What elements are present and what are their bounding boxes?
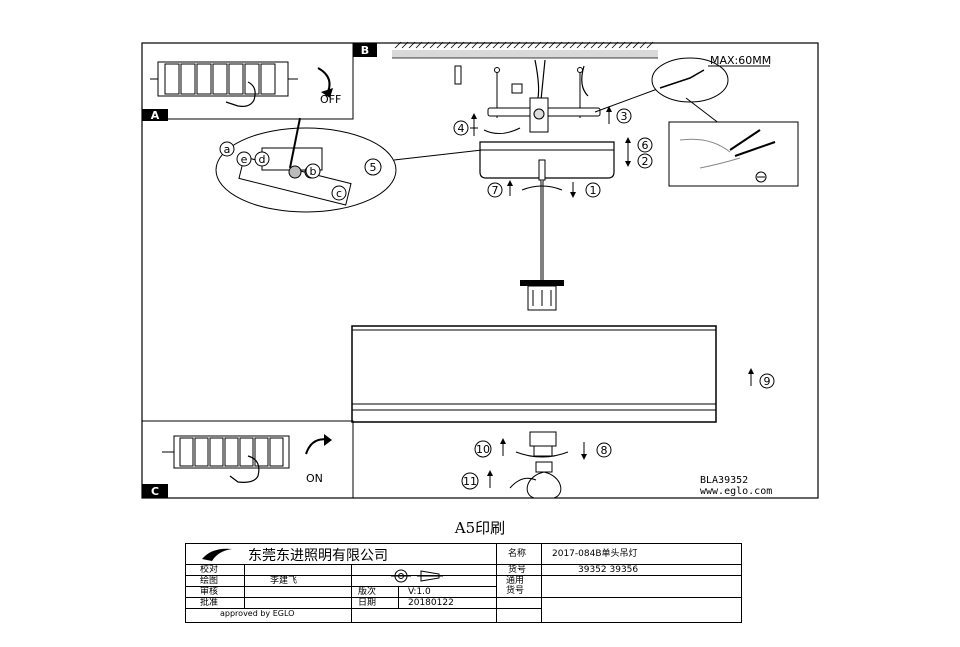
- check-label: 校对: [200, 565, 219, 575]
- date-label: 日期: [358, 598, 377, 608]
- cable-length-detail: MAX:60MM: [594, 54, 799, 187]
- svg-text:11: 11: [463, 475, 477, 488]
- light-bulb-icon: [526, 461, 562, 499]
- common-item-label: 通用 货号: [506, 576, 525, 596]
- svg-text:c: c: [336, 187, 342, 200]
- ceiling-hatch: [392, 41, 658, 59]
- mounting-bracket: [487, 97, 601, 133]
- panel-c-label: C: [151, 485, 159, 498]
- detail-leader-line: [393, 149, 483, 161]
- step-10-arrow: 10: [474, 438, 506, 458]
- product-name: 2017-084B单头吊灯: [552, 549, 638, 559]
- item-number-value: 39352 39356: [578, 565, 639, 575]
- svg-text:d: d: [259, 153, 266, 166]
- svg-text:4: 4: [458, 122, 465, 135]
- max-length-label: MAX:60MM: [710, 54, 771, 67]
- name-label: 名称: [508, 549, 527, 559]
- svg-text:6: 6: [642, 139, 649, 152]
- date-value: 20180122: [408, 598, 454, 608]
- svg-text:2: 2: [642, 155, 649, 168]
- company-name: 东莞东进照明有限公司: [248, 548, 388, 564]
- panel-c: C ON: [141, 420, 354, 499]
- svg-text:a: a: [224, 143, 231, 156]
- approve-label: 批准: [200, 598, 219, 608]
- review-label: 审核: [200, 587, 219, 597]
- svg-text:10: 10: [476, 443, 490, 456]
- step-11-arrow: 11: [461, 470, 537, 490]
- svg-text:3: 3: [621, 110, 628, 123]
- approved-by: approved by EGLO: [220, 609, 295, 618]
- step-3-arrow: 3: [606, 106, 632, 124]
- svg-text:7: 7: [492, 184, 499, 197]
- version-label: 版次: [358, 587, 377, 597]
- svg-text:e: e: [241, 153, 248, 166]
- model-code: BLA39352: [700, 475, 748, 486]
- breaker-switch-on: [162, 435, 290, 469]
- step-1-arrow: 1: [570, 182, 601, 198]
- print-size-note: A5印刷: [454, 519, 506, 537]
- panel-a-label: A: [151, 109, 160, 122]
- on-label: ON: [306, 472, 323, 485]
- earth-icon: [755, 171, 767, 183]
- hand-icon: [229, 455, 260, 483]
- svg-text:1: 1: [590, 184, 597, 197]
- step-9-arrow: 9: [748, 368, 775, 389]
- terminal-block-detail: a e d b c 5: [215, 117, 397, 213]
- website: www.eglo.com: [700, 486, 772, 497]
- svg-text:8: 8: [601, 444, 608, 457]
- canopy: [479, 141, 615, 179]
- step-7-arrow: 7: [487, 180, 513, 198]
- hand-icon: [225, 81, 256, 107]
- company-logo: [200, 547, 234, 567]
- projection-symbol-icon: [391, 568, 455, 588]
- pendant-cord: [521, 159, 563, 280]
- panel-b-label: B: [361, 44, 369, 57]
- svg-text:9: 9: [764, 375, 771, 388]
- screwdriver-icon: [289, 117, 301, 169]
- diffuser-cap: [515, 431, 569, 458]
- panel-b: B OFF: [141, 42, 377, 120]
- lamp-holder: [520, 280, 564, 311]
- breaker-switch-off: [150, 61, 298, 97]
- drawing-label: 绘图: [200, 576, 219, 586]
- pliers-icon: [729, 129, 776, 157]
- svg-text:b: b: [310, 165, 317, 178]
- drum-shade: [351, 325, 717, 423]
- step-8-arrow: 8: [581, 442, 612, 460]
- drafter-name: 李建飞: [270, 576, 298, 586]
- wall-plugs: [454, 65, 583, 118]
- item-number-label: 货号: [508, 565, 527, 575]
- title-block: 东莞东进照明有限公司 名称 2017-084B单头吊灯 校对 绘图 李建飞 审核…: [185, 543, 742, 623]
- version-value: V:1.0: [408, 587, 431, 597]
- svg-text:5: 5: [370, 161, 377, 174]
- step-4-arrow: 4: [453, 113, 521, 136]
- off-label: OFF: [320, 93, 341, 106]
- step-6-2-arrows: 6 2: [625, 137, 653, 169]
